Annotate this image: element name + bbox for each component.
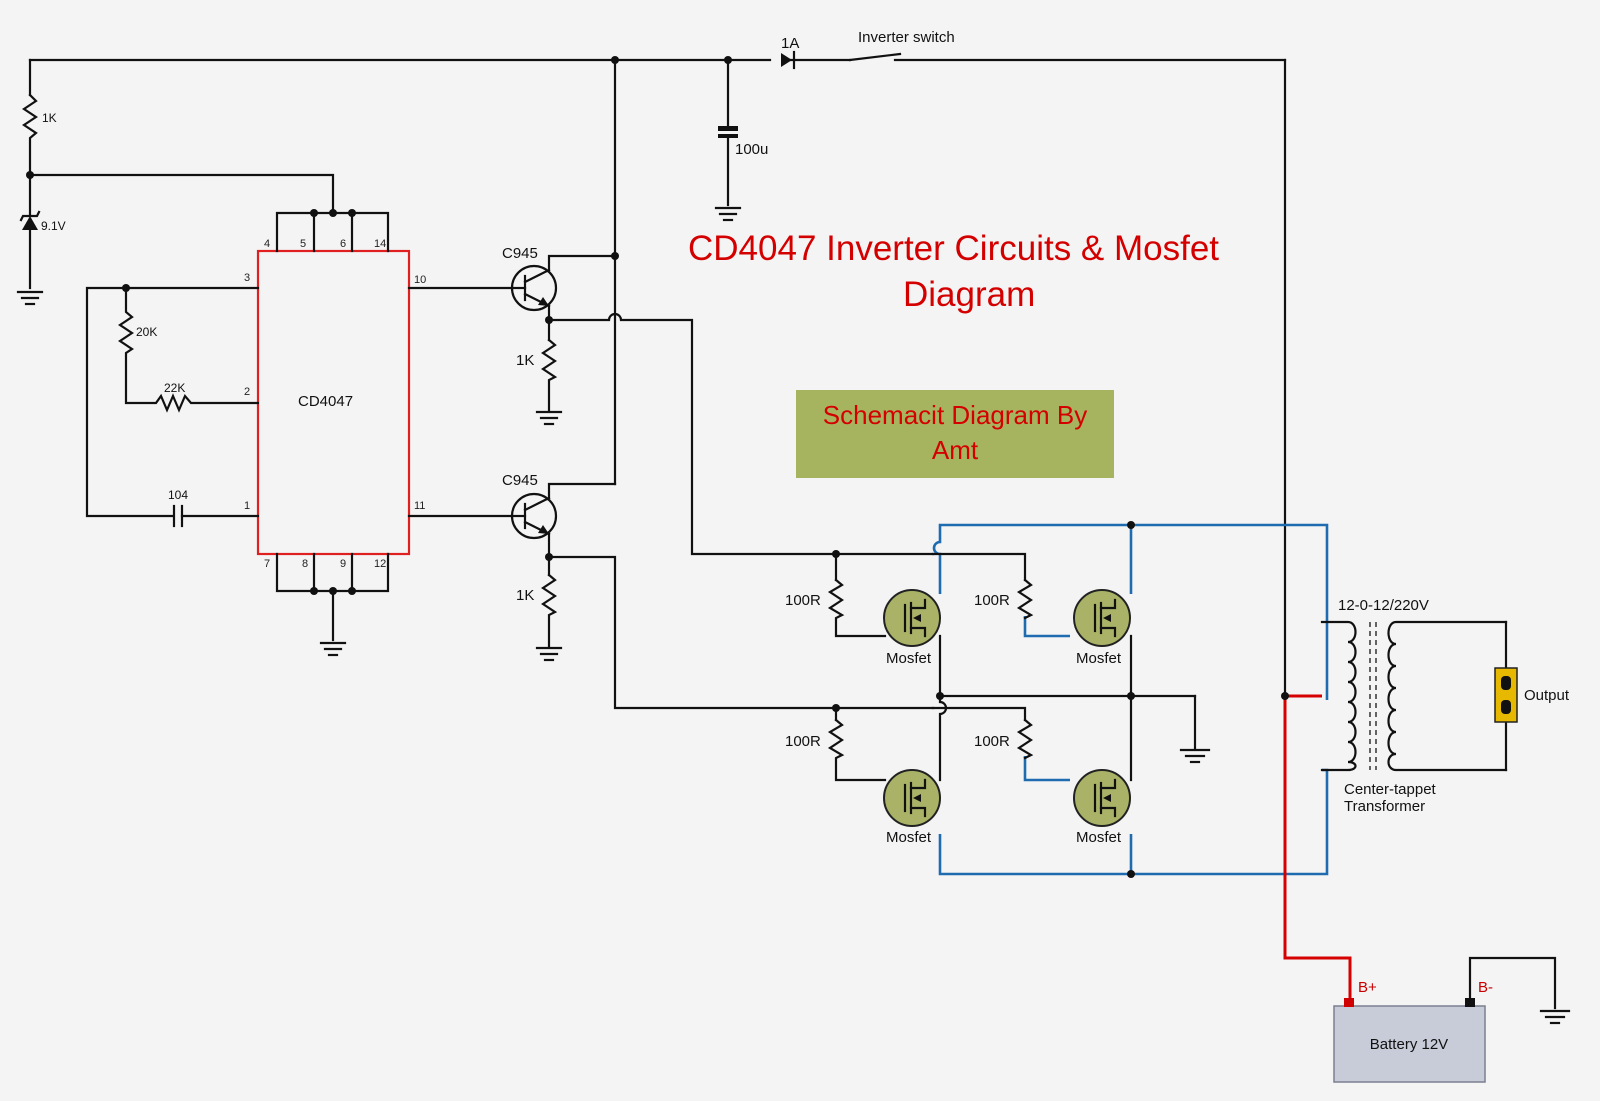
cap-104-label: 104 bbox=[168, 488, 188, 502]
ic-pin-11: 11 bbox=[414, 500, 425, 512]
mos3-label: Mosfet bbox=[886, 829, 932, 846]
credit-line1: Schemacit Diagram By bbox=[823, 400, 1087, 430]
fuse-label: 1A bbox=[781, 35, 799, 52]
credit-box: Schemacit Diagram By Amt bbox=[796, 390, 1114, 478]
ic-pin-10: 10 bbox=[414, 274, 426, 286]
ic-pin-14: 14 bbox=[374, 238, 386, 250]
transistor-q1: C945 1K bbox=[407, 245, 935, 556]
mosfet-2: Mosfet bbox=[1073, 589, 1131, 667]
resistor-1k-top: 1K bbox=[22, 93, 335, 215]
r-q1-label: 1K bbox=[516, 352, 534, 369]
b-plus-label: B+ bbox=[1358, 979, 1377, 996]
transformer: 12-0-12/220V Center-tappet Transformer bbox=[1320, 597, 1508, 815]
output-label: Output bbox=[1524, 687, 1570, 704]
ic-pin-4: 4 bbox=[264, 238, 270, 250]
cap-100u-label: 100u bbox=[735, 141, 768, 158]
mos2-label: Mosfet bbox=[1076, 650, 1122, 667]
ic-pin-8: 8 bbox=[302, 558, 308, 570]
r-q2-label: 1K bbox=[516, 587, 534, 604]
ic-cd4047: CD4047 4 5 6 14 7 8 9 12 3 2 1 10 11 bbox=[244, 209, 426, 657]
gate-r2-label: 100R bbox=[974, 592, 1010, 609]
ic-pin-6: 6 bbox=[340, 238, 346, 250]
mos1-label: Mosfet bbox=[886, 650, 932, 667]
inverter-switch: Inverter switch bbox=[848, 29, 955, 62]
ic-pin-12: 12 bbox=[374, 558, 386, 570]
ic-pin-5: 5 bbox=[300, 238, 306, 250]
ic-pin-1: 1 bbox=[244, 500, 250, 512]
ic-pin-7: 7 bbox=[264, 558, 270, 570]
ic-pin-9: 9 bbox=[340, 558, 346, 570]
r-22k-label: 22K bbox=[164, 381, 185, 395]
transistor-q2: C945 1K bbox=[407, 472, 935, 710]
mosfet-1: Mosfet bbox=[883, 589, 941, 667]
capacitor-100u: 100u bbox=[714, 58, 768, 222]
transformer-label-1: Center-tappet bbox=[1344, 781, 1437, 798]
mosfet-3: Mosfet bbox=[883, 769, 941, 846]
switch-label: Inverter switch bbox=[858, 29, 955, 46]
gate-r4-label: 100R bbox=[974, 733, 1010, 750]
mosfet-4: Mosfet bbox=[1073, 769, 1131, 846]
ic-pin-2: 2 bbox=[244, 386, 250, 398]
zener-9v1: 9.1V bbox=[16, 173, 66, 306]
timing-network: 20K 22K 104 bbox=[85, 284, 260, 528]
gate-r3-label: 100R bbox=[785, 733, 821, 750]
gate-resistors: 100R 100R 100R 100R bbox=[785, 550, 1034, 782]
battery-12v: Battery 12V B- bbox=[1333, 956, 1571, 1083]
gate-r1-label: 100R bbox=[785, 592, 821, 609]
ic-pin-3: 3 bbox=[244, 272, 250, 284]
zener-label: 9.1V bbox=[41, 219, 66, 233]
ic-label: CD4047 bbox=[298, 393, 353, 410]
credit-line2: Amt bbox=[932, 435, 979, 465]
fuse-1a: 1A bbox=[781, 35, 799, 70]
transformer-label-2: Transformer bbox=[1344, 798, 1425, 815]
q1-label: C945 bbox=[502, 245, 538, 262]
b-minus-label: B- bbox=[1478, 979, 1493, 996]
diagram-title-line1: CD4047 Inverter Circuits & Mosfet bbox=[688, 229, 1219, 268]
transformer-rating: 12-0-12/220V bbox=[1338, 597, 1429, 614]
r-top-label: 1K bbox=[42, 111, 57, 125]
q2-label: C945 bbox=[502, 472, 538, 489]
battery-label: Battery 12V bbox=[1370, 1036, 1448, 1053]
mos4-label: Mosfet bbox=[1076, 829, 1122, 846]
source-ground-bus bbox=[936, 634, 1211, 782]
output-socket: Output bbox=[1494, 620, 1570, 772]
battery-positive-wiring: B+ bbox=[1281, 692, 1377, 1000]
diagram-title-line2: Diagram bbox=[903, 275, 1035, 314]
r-20k-label: 20K bbox=[136, 325, 157, 339]
